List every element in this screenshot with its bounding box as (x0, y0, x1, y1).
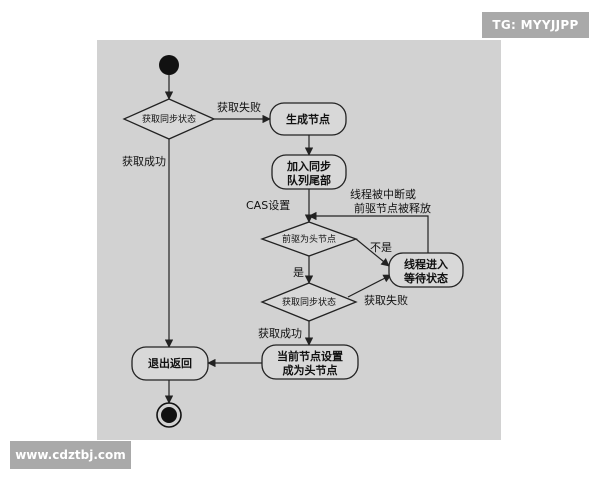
thread-wait-label-1: 线程进入 (404, 257, 448, 271)
add-queue-activity: 加入同步 队列尾部 (271, 154, 347, 190)
watermark-top: TG: MYYJJPP (482, 12, 589, 38)
start-node (159, 55, 179, 75)
label-get-fail-2: 获取失败 (364, 293, 408, 307)
edge-decision2-to-wait-no (355, 238, 390, 267)
end-node (156, 402, 182, 428)
add-queue-label-1: 加入同步 (286, 159, 331, 173)
decision-get-state-2-label: 获取同步状态 (282, 296, 336, 308)
set-head-activity: 当前节点设置 成为头节点 (261, 344, 359, 380)
edge-wait-loop-to-cas (308, 211, 429, 256)
thread-wait-label-2: 等待状态 (403, 271, 448, 285)
generate-node-activity: 生成节点 (269, 102, 347, 136)
add-queue-label-2: 队列尾部 (287, 173, 331, 187)
edge-decision3-to-wait-fail (347, 274, 392, 298)
decision-get-state-2: 获取同步状态 (260, 282, 358, 322)
decision-prev-is-head-label: 前驱为头节点 (282, 233, 336, 245)
label-no: 不是 (370, 241, 392, 254)
set-head-label-2: 成为头节点 (283, 363, 338, 377)
label-yes: 是 (293, 266, 304, 279)
generate-node-label: 生成节点 (286, 112, 330, 126)
label-get-success-1: 获取成功 (122, 155, 166, 168)
decision-get-state-1: 获取同步状态 (122, 98, 216, 140)
thread-wait-activity: 线程进入 等待状态 (388, 252, 464, 288)
label-get-fail-1: 获取失败 (217, 100, 261, 114)
exit-return-label: 退出返回 (148, 356, 192, 370)
label-interrupted-2: 前驱节点被释放 (354, 201, 431, 215)
decision-prev-is-head: 前驱为头节点 (260, 221, 358, 257)
decision-get-state-1-label: 获取同步状态 (142, 113, 196, 125)
exit-return-activity: 退出返回 (131, 346, 209, 381)
label-interrupted-1: 线程被中断或 (350, 187, 416, 201)
label-get-success-2: 获取成功 (258, 327, 302, 340)
edges (164, 75, 429, 404)
label-cas-set: CAS设置 (246, 199, 290, 212)
watermark-bottom: www.cdztbj.com (10, 441, 131, 469)
set-head-label-1: 当前节点设置 (277, 349, 343, 363)
